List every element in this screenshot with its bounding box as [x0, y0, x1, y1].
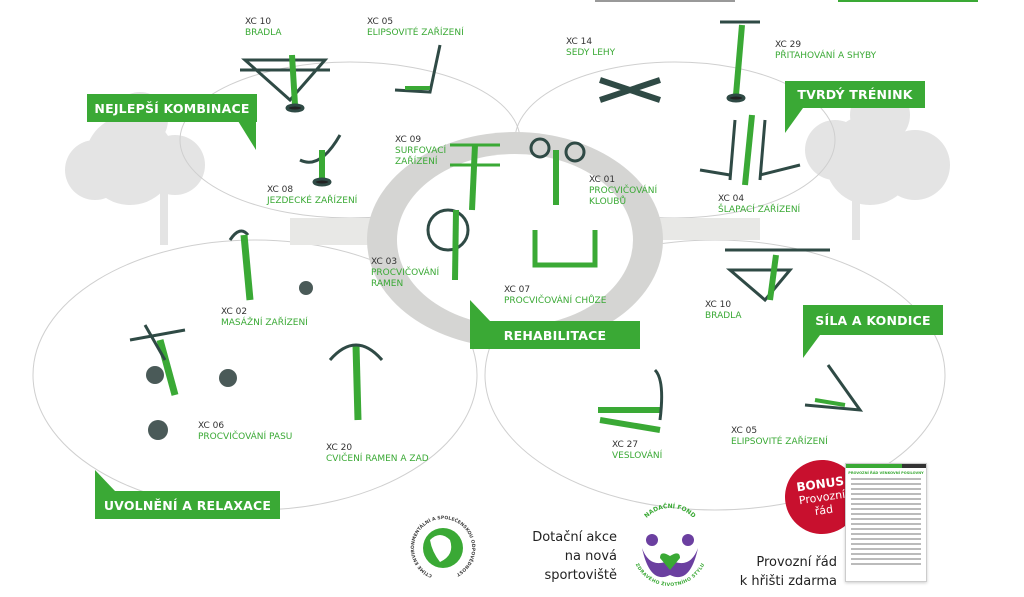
free-rules-text: Provozní řád k hřišti zdarma: [720, 553, 837, 591]
banner-tail: [470, 300, 490, 321]
grant-line: na nová: [564, 549, 617, 564]
name: PROCVIČOVÁNÍ PASU: [198, 432, 293, 442]
code: XC 06: [198, 421, 225, 431]
grant-text: Dotační akce na nová sportoviště: [520, 528, 617, 585]
top-bar-green: [838, 0, 978, 2]
name: JEZDECKÉ ZAŘÍZENÍ: [267, 196, 358, 206]
doc-title: PROVOZNÍ ŘÁD VENKOVNÍ POSILOVNY: [848, 471, 924, 475]
doc-header-bar: [846, 464, 926, 468]
banner-relaxation: UVOLNĚNÍ A RELAXACE: [95, 491, 280, 519]
grant-line: Dotační akce: [532, 530, 617, 545]
name: SURFOVACÍ: [395, 146, 447, 156]
top-bar-gray: [595, 0, 735, 2]
name: ŠLAPACÍ ZAŘÍZENÍ: [718, 205, 801, 215]
code: XC 09: [395, 135, 422, 145]
code: XC 05: [731, 426, 758, 436]
code: XC 01: [589, 175, 616, 185]
code: XC 03: [371, 257, 398, 267]
csr-logo: CTÍME ENVIRONMENTÁLNÍ A SPOLEČENSKOU ODP…: [410, 515, 476, 579]
banner-tail: [785, 108, 803, 133]
equipment-illustrations: [129, 20, 864, 440]
code: XC 04: [718, 194, 745, 204]
name: CVIČENÍ RAMEN A ZAD: [326, 454, 429, 464]
name: SEDY LEHY: [566, 48, 616, 58]
banner-tail: [95, 470, 115, 491]
fund-logo: NADAČNÍ FOND ZDRAVÉHO ŽIVOTNÍHO STYLU: [634, 502, 706, 588]
banner-tail: [803, 335, 820, 358]
code: XC 02: [221, 307, 248, 317]
code: XC 05: [367, 17, 394, 27]
banner-strength: SÍLA A KONDICE: [803, 305, 943, 335]
name: BRADLA: [705, 311, 742, 321]
free-line: Provozní řád: [756, 555, 837, 570]
name: PROCVIČOVÁNÍ: [589, 186, 658, 196]
operating-rules-document: PROVOZNÍ ŘÁD VENKOVNÍ POSILOVNY: [845, 463, 927, 582]
code: XC 10: [705, 300, 732, 310]
name: VESLOVÁNÍ: [612, 451, 663, 461]
code: XC 29: [775, 40, 802, 50]
code: XC 27: [612, 440, 639, 450]
banner-hard-training: TVRDÝ TRÉNINK: [785, 81, 925, 108]
banner-tail: [238, 121, 256, 150]
name: KLOUBŮ: [589, 197, 627, 207]
name: PROCVIČOVÁNÍ CHŮZE: [504, 296, 607, 306]
name: MASÁŽNÍ ZAŘÍZENÍ: [221, 318, 308, 328]
name: BRADLA: [245, 28, 282, 38]
banner-best-combination: NEJLEPŠÍ KOMBINACE: [87, 94, 257, 122]
name: ELIPSOVITÉ ZAŘÍZENÍ: [367, 28, 464, 38]
rehab-center: [397, 154, 633, 326]
banner-rehabilitation: REHABILITACE: [470, 321, 640, 349]
name: RAMEN: [371, 279, 404, 289]
code: XC 10: [245, 17, 272, 27]
code: XC 08: [267, 185, 294, 195]
code: XC 14: [566, 37, 593, 47]
tree-right-icon: [805, 85, 950, 240]
free-line: k hřišti zdarma: [739, 574, 837, 589]
grant-line: sportoviště: [544, 568, 617, 583]
name: PŘITAHOVÁNÍ A SHYBY: [775, 51, 877, 61]
paths: [290, 218, 760, 245]
code: XC 20: [326, 443, 353, 453]
code: XC 07: [504, 285, 531, 295]
name: ZAŘÍZENÍ: [395, 157, 438, 167]
name: PROCVIČOVÁNÍ: [371, 268, 440, 278]
name: ELIPSOVITÉ ZAŘÍZENÍ: [731, 437, 828, 447]
